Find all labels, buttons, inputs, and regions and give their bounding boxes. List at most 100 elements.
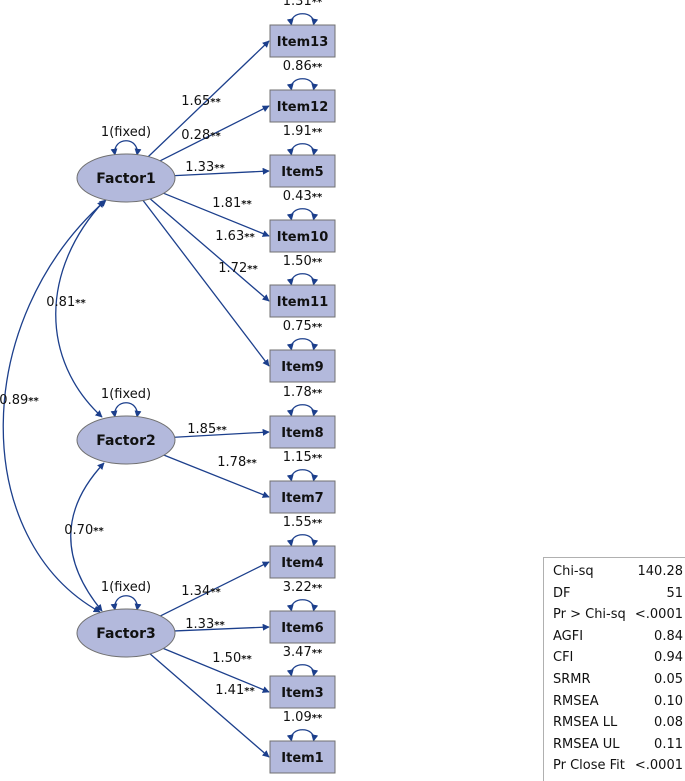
loading-arrow-f1-item11 — [149, 198, 270, 302]
item-node-item6 — [269, 610, 336, 644]
factor-node-f3 — [76, 608, 176, 658]
error-variance-item7: 1.15** — [283, 450, 323, 465]
item-node-item4 — [269, 545, 336, 579]
significance-marker: ** — [244, 232, 255, 243]
loading-label-item9: 1.72** — [218, 261, 258, 276]
error-loop-item11 — [286, 273, 319, 286]
factor-variance-f2: 1(fixed) — [101, 387, 151, 402]
significance-marker: ** — [241, 199, 252, 210]
fit-value: 0.84 — [654, 628, 683, 644]
loading-label-item12: 0.28** — [181, 128, 221, 143]
significance-marker: ** — [246, 458, 257, 469]
significance-marker: ** — [247, 264, 258, 275]
loading-label-item5: 1.33** — [185, 160, 225, 175]
fit-row-agfi: AGFI 0.84 — [544, 626, 685, 648]
variance-loop-f1 — [110, 140, 142, 156]
significance-marker: ** — [312, 583, 323, 594]
loading-arrow-f1-item12 — [159, 105, 270, 162]
item-label-item12: Item12 — [277, 100, 329, 115]
significance-marker: ** — [214, 620, 225, 631]
error-loop-item4 — [286, 534, 319, 547]
loading-label-item3: 1.50** — [212, 651, 252, 666]
item-label-item11: Item11 — [277, 295, 329, 310]
significance-marker: ** — [93, 526, 104, 537]
fit-value: 51 — [666, 585, 683, 601]
covariance-arrow-f1-f2 — [55, 200, 105, 418]
error-loop-item6 — [286, 599, 319, 612]
error-loop-item7 — [286, 469, 319, 482]
error-loop-item5 — [286, 143, 319, 156]
variance-loop-f3 — [110, 595, 142, 611]
loading-label-item1: 1.41** — [215, 683, 255, 698]
fit-label: Pr > Chi-sq — [553, 607, 626, 623]
significance-marker: ** — [210, 131, 221, 142]
significance-marker: ** — [312, 192, 323, 203]
error-variance-item3: 3.47** — [283, 645, 323, 660]
variance-loop-f2 — [110, 402, 142, 418]
loading-label-item4: 1.34** — [181, 584, 221, 599]
covariance-label-f1-f3: 0.89** — [0, 393, 39, 408]
significance-marker: ** — [312, 453, 323, 464]
error-variance-item1: 1.09** — [283, 710, 323, 725]
fit-label: DF — [553, 585, 571, 601]
fit-value: 0.10 — [654, 693, 683, 709]
item-label-item9: Item9 — [281, 360, 323, 375]
item-node-item12 — [269, 89, 336, 123]
error-variance-item4: 1.55** — [283, 515, 323, 530]
loading-arrow-f3-item3 — [163, 647, 270, 693]
loading-label-item13: 1.65** — [181, 94, 221, 109]
fit-value: 0.94 — [654, 650, 683, 666]
loading-arrow-f1-item9 — [142, 200, 270, 367]
fit-row-df: DF 51 — [544, 583, 685, 605]
fit-label: RMSEA UL — [553, 736, 620, 752]
loading-arrow-f3-item1 — [149, 653, 270, 758]
item-label-item7: Item7 — [281, 491, 323, 506]
error-loop-item10 — [286, 208, 319, 221]
loading-arrow-f2-item7 — [163, 454, 270, 498]
loading-arrow-f1-item13 — [147, 40, 270, 158]
item-node-item3 — [269, 675, 336, 709]
item-label-item1: Item1 — [281, 751, 323, 766]
error-variance-item10: 0.43** — [283, 189, 323, 204]
significance-marker: ** — [312, 257, 323, 268]
error-loop-item3 — [286, 664, 319, 677]
item-node-item10 — [269, 219, 336, 253]
fit-label: AGFI — [553, 628, 584, 644]
fit-row-pr-close-fit: Pr Close Fit<.0001 — [544, 755, 685, 777]
significance-marker: ** — [241, 654, 252, 665]
loading-label-item11: 1.63** — [215, 229, 255, 244]
loading-arrow-f3-item4 — [160, 561, 270, 617]
factor-label-f3: Factor3 — [96, 626, 155, 642]
fit-value: 0.11 — [654, 736, 683, 752]
significance-marker: ** — [312, 648, 323, 659]
significance-marker: ** — [216, 425, 227, 436]
error-loop-item9 — [286, 338, 319, 351]
significance-marker: ** — [312, 62, 323, 73]
significance-marker: ** — [210, 97, 221, 108]
error-variance-item12: 0.86** — [283, 59, 323, 74]
fit-value: <.0001 — [634, 607, 683, 623]
loading-label-item6: 1.33** — [185, 617, 225, 632]
error-loop-item1 — [286, 729, 319, 742]
error-variance-item11: 1.50** — [283, 254, 323, 269]
factor-node-f2 — [76, 415, 176, 465]
significance-marker: ** — [312, 127, 323, 138]
error-loop-item8 — [286, 404, 319, 417]
factor-variance-f3: 1(fixed) — [101, 580, 151, 595]
significance-marker: ** — [214, 163, 225, 174]
fit-value: 140.28 — [637, 564, 684, 579]
covariance-label-f1-f2: 0.81** — [46, 295, 86, 310]
item-label-item6: Item6 — [281, 621, 323, 636]
error-variance-item6: 3.22** — [283, 580, 323, 595]
significance-marker: ** — [312, 0, 323, 8]
item-node-item11 — [269, 284, 336, 318]
loading-arrow-f3-item6 — [174, 623, 270, 632]
item-label-item4: Item4 — [281, 556, 323, 571]
factor-label-f2: Factor2 — [96, 433, 155, 449]
item-label-item10: Item10 — [277, 230, 329, 245]
